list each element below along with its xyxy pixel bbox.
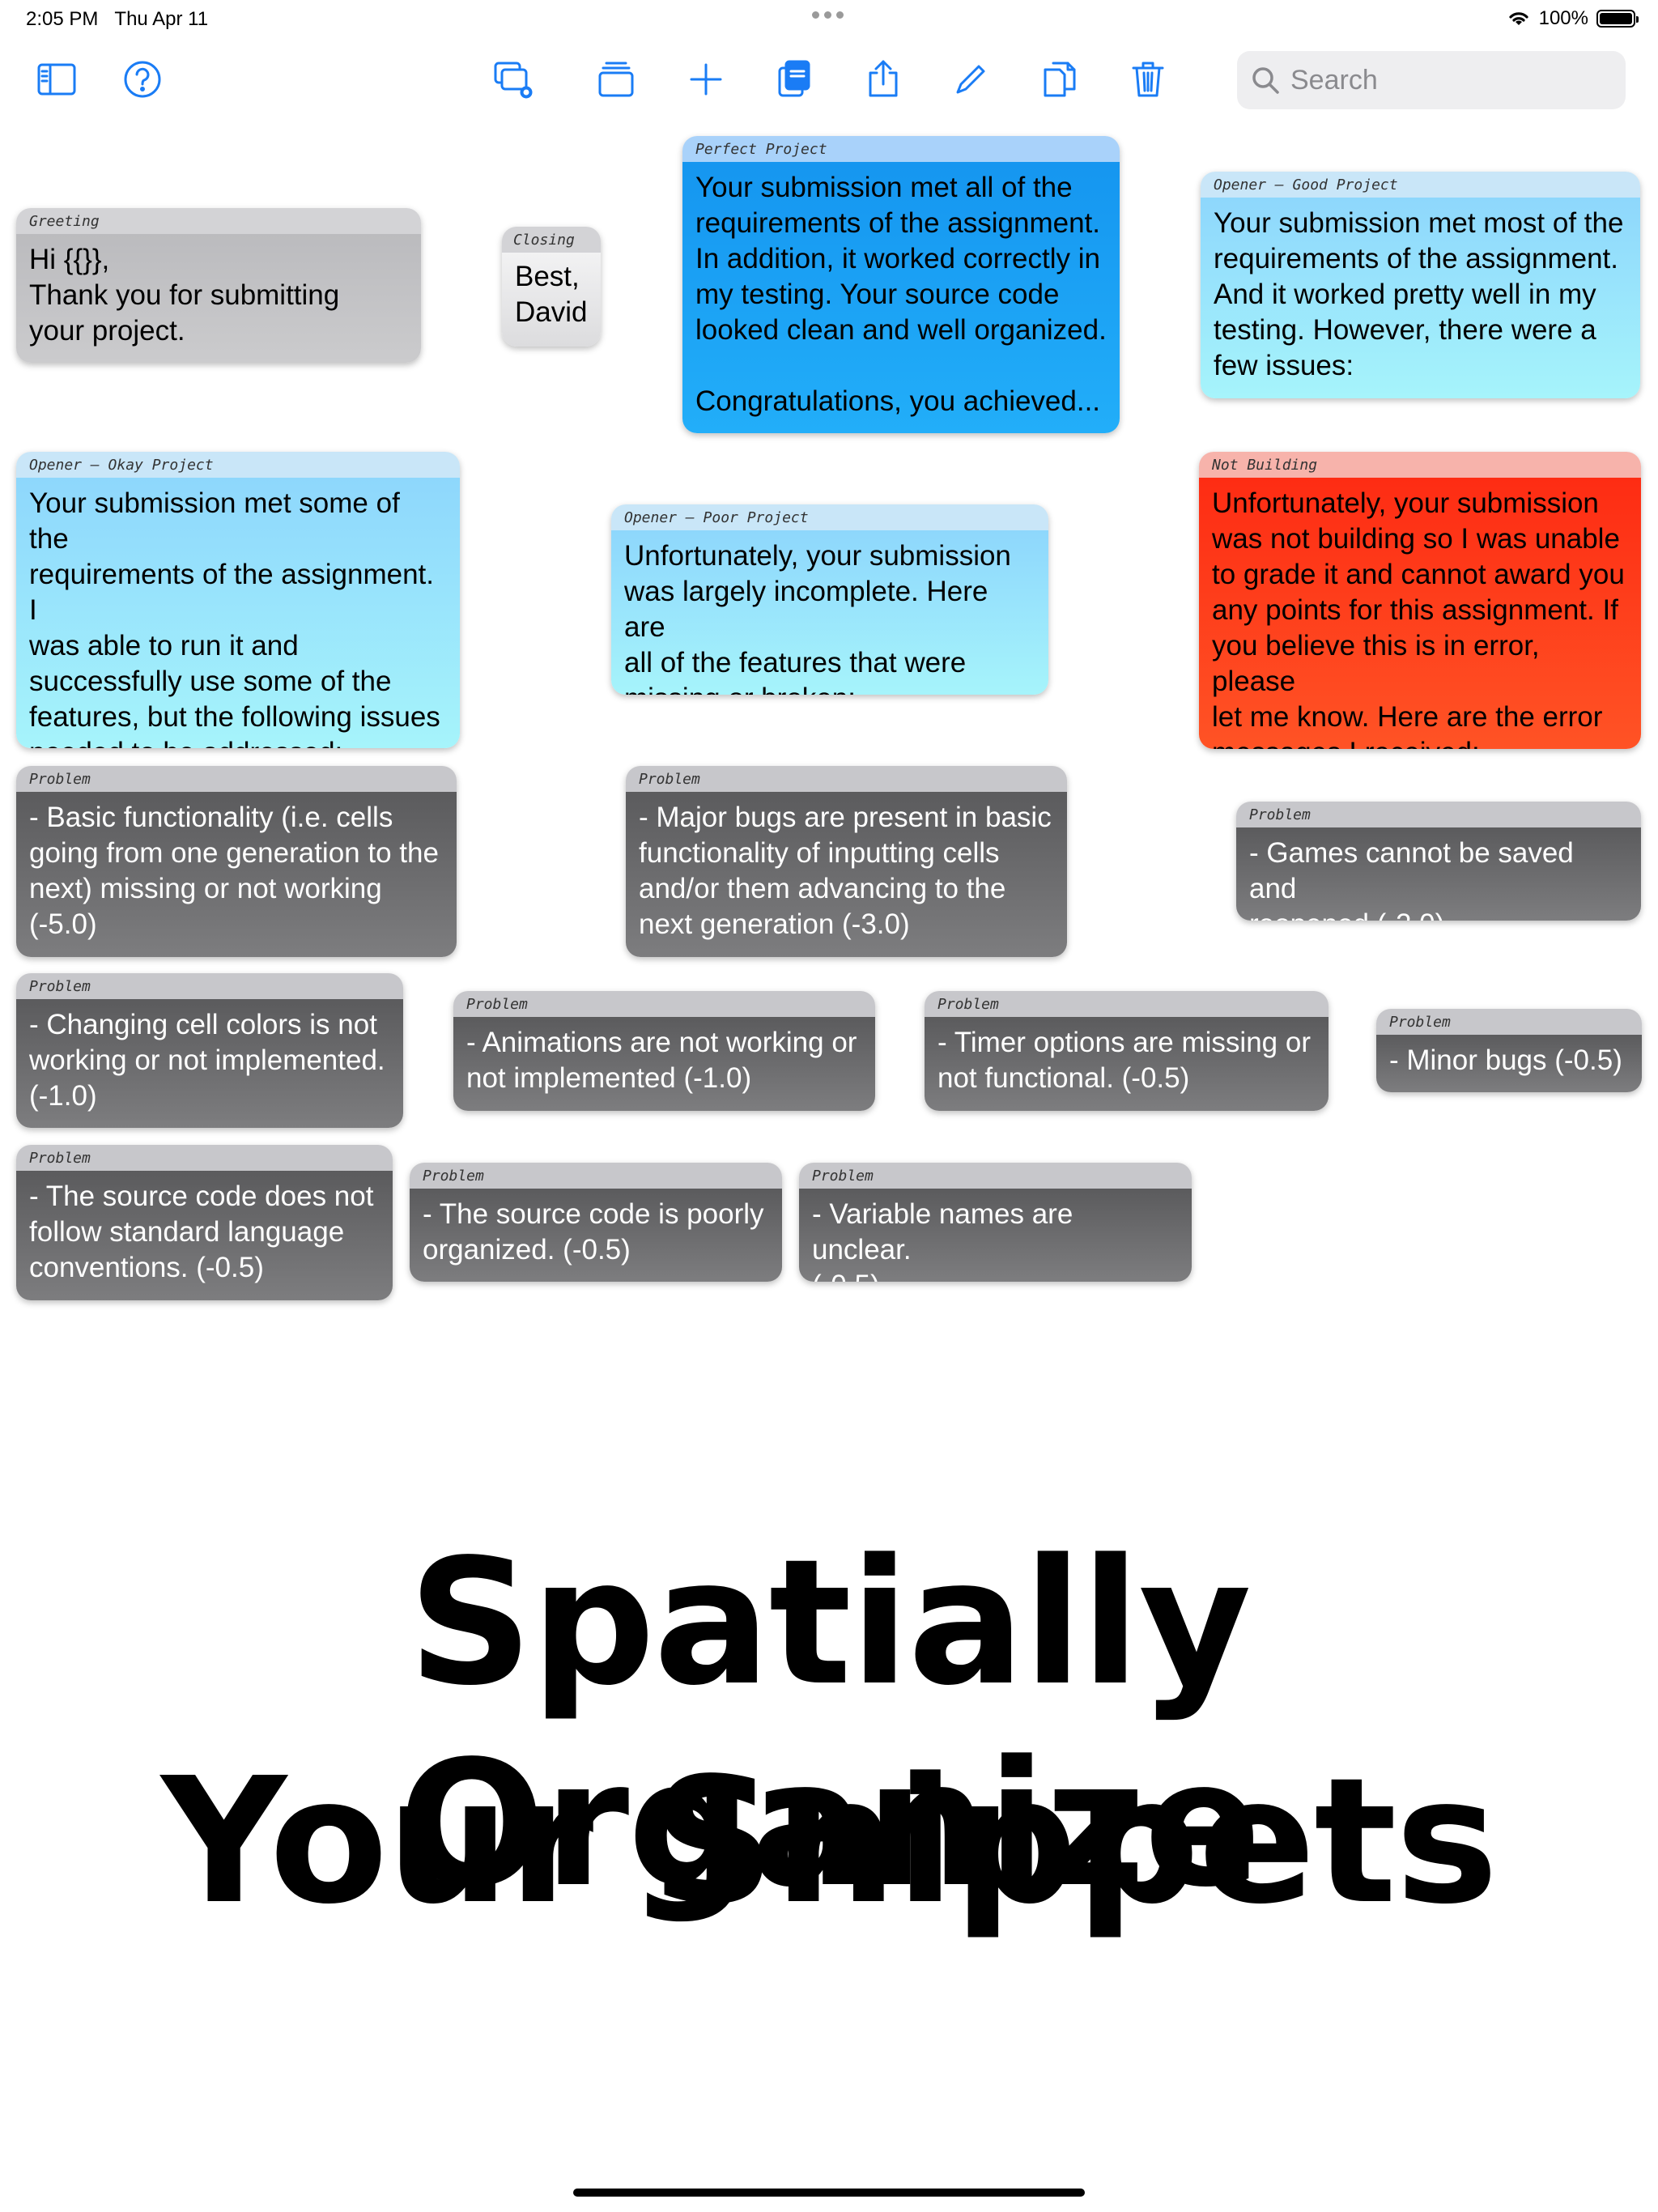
snippet-problem[interactable]: Problem - The source code does not follo… — [16, 1145, 393, 1300]
multitasking-dots-icon[interactable] — [812, 11, 844, 19]
search-icon — [1252, 67, 1279, 94]
share-button[interactable] — [861, 57, 906, 102]
battery-percent: 100% — [1538, 7, 1588, 29]
status-time-date: 2:05 PM Thu Apr 11 — [26, 8, 209, 30]
snippet-body: Your submission met most of the requirem… — [1201, 198, 1640, 398]
snippet-body: - The source code is poorly organized. (… — [410, 1189, 782, 1282]
share-icon — [869, 60, 898, 97]
battery-icon — [1596, 10, 1639, 28]
snippet-perfect-project[interactable]: Perfect Project Your submission met all … — [682, 136, 1120, 433]
trash-icon — [1132, 62, 1164, 97]
snippet-title: Greeting — [16, 208, 421, 234]
headline-line-1: Spatially Organize — [397, 1522, 1261, 1925]
windows-settings-icon — [494, 62, 533, 99]
snippet-closing[interactable]: Closing Best, David — [502, 227, 601, 347]
duplicate-button[interactable] — [1037, 57, 1082, 102]
snippet-body: - Games cannot be saved and reopened (-2… — [1236, 827, 1641, 921]
stack-button[interactable] — [593, 57, 639, 102]
snippet-body: Unfortunately, your submission was not b… — [1199, 478, 1641, 749]
paste-button[interactable] — [772, 57, 817, 102]
snippet-title: Opener – Okay Project — [16, 452, 460, 478]
add-snippet-button[interactable] — [683, 57, 729, 102]
snippet-problem[interactable]: Problem - Games cannot be saved and reop… — [1236, 802, 1641, 921]
snippet-title: Opener – Good Project — [1201, 172, 1640, 198]
help-button[interactable] — [120, 57, 165, 102]
sidebar-toggle-button[interactable] — [34, 57, 79, 102]
snippet-not-building[interactable]: Not Building Unfortunately, your submiss… — [1199, 452, 1641, 749]
snippet-body: - Variable names are unclear. (-0.5) — [799, 1189, 1192, 1282]
home-indicator[interactable] — [573, 2189, 1085, 2197]
snippet-problem[interactable]: Problem - Basic functionality (i.e. cell… — [16, 766, 457, 957]
snippet-body: Hi {{}}, Thank you for submitting your p… — [16, 234, 421, 363]
snippet-title: Opener – Poor Project — [611, 504, 1048, 530]
sidebar-icon — [37, 63, 76, 96]
snippet-body: - Changing cell colors is not working or… — [16, 999, 403, 1128]
snippet-title: Problem — [410, 1163, 782, 1189]
snippet-body: - Major bugs are present in basic functi… — [626, 792, 1067, 957]
snippet-problem[interactable]: Problem - Changing cell colors is not wo… — [16, 973, 403, 1128]
duplicate-icon — [1044, 62, 1076, 97]
wifi-icon — [1509, 12, 1528, 25]
plus-icon — [690, 63, 722, 96]
snippet-title: Problem — [16, 766, 457, 792]
headline-line-2: Your Snippets — [161, 1741, 1499, 1942]
snippet-greeting[interactable]: Greeting Hi {{}}, Thank you for submitti… — [16, 208, 421, 363]
snippet-problem[interactable]: Problem - Variable names are unclear. (-… — [799, 1163, 1192, 1282]
snippet-body: Your submission met some of the requirem… — [16, 478, 460, 748]
snippet-body: Best, David — [502, 253, 601, 347]
snippet-title: Not Building — [1199, 452, 1641, 478]
snippet-problem[interactable]: Problem - Animations are not working or … — [453, 991, 875, 1111]
stack-icon — [598, 62, 634, 97]
snippet-title: Perfect Project — [682, 136, 1120, 162]
snippet-title: Problem — [799, 1163, 1192, 1189]
pencil-icon — [956, 65, 985, 94]
snippet-body: Your submission met all of the requireme… — [682, 162, 1120, 433]
snippet-body: - Timer options are missing or not funct… — [925, 1017, 1329, 1111]
snippet-problem[interactable]: Problem - Minor bugs (-0.5) — [1376, 1009, 1642, 1092]
paste-icon — [778, 60, 810, 97]
snippet-title: Problem — [925, 991, 1329, 1017]
snippet-body: Unfortunately, your submission was large… — [611, 530, 1048, 695]
help-icon — [124, 61, 161, 98]
snippet-title: Problem — [626, 766, 1067, 792]
snippet-body: - Minor bugs (-0.5) — [1376, 1035, 1642, 1092]
status-bar: 2:05 PM Thu Apr 11 100% — [0, 0, 1658, 39]
snippet-title: Problem — [453, 991, 875, 1017]
snippet-title: Problem — [1376, 1009, 1642, 1035]
snippet-opener-okay[interactable]: Opener – Okay Project Your submission me… — [16, 452, 460, 748]
snippet-problem[interactable]: Problem - Timer options are missing or n… — [925, 991, 1329, 1111]
snippet-body: - Animations are not working or not impl… — [453, 1017, 875, 1111]
snippet-problem[interactable]: Problem - Major bugs are present in basi… — [626, 766, 1067, 957]
delete-button[interactable] — [1125, 57, 1171, 102]
snippet-problem[interactable]: Problem - The source code is poorly orga… — [410, 1163, 782, 1282]
snippet-title: Problem — [16, 973, 403, 999]
search-input[interactable] — [1290, 64, 1598, 96]
status-indicators: 100% — [1507, 7, 1639, 30]
edit-button[interactable] — [948, 57, 993, 102]
snippet-body: - The source code does not follow standa… — [16, 1171, 393, 1300]
snippet-body: - Basic functionality (i.e. cells going … — [16, 792, 457, 957]
snippet-opener-good[interactable]: Opener – Good Project Your submission me… — [1201, 172, 1640, 398]
snippet-title: Closing — [502, 227, 601, 253]
snippet-title: Problem — [1236, 802, 1641, 827]
snippet-title: Problem — [16, 1145, 393, 1171]
search-field[interactable] — [1237, 51, 1626, 109]
window-settings-button[interactable] — [491, 57, 536, 102]
snippet-opener-poor[interactable]: Opener – Poor Project Unfortunately, you… — [611, 504, 1048, 695]
